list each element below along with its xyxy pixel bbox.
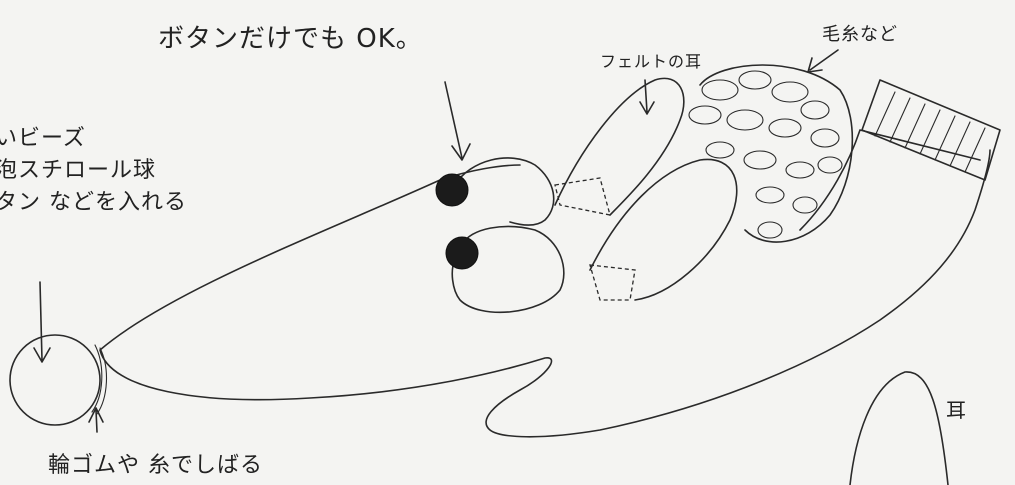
eye-button-upper: [435, 173, 469, 207]
ear-shape: [849, 371, 949, 485]
lower-eye-lid: [451, 225, 565, 314]
arrows: [33, 49, 839, 433]
ear-label: 耳: [946, 398, 967, 422]
sock-cuff: [861, 79, 1001, 181]
yarn-label: 毛糸など: [822, 24, 898, 45]
filling-label-line1: さいビーズ: [0, 126, 86, 151]
felt-ear-back: [554, 77, 685, 216]
sock-body-outline: [99, 129, 991, 438]
felt-ear-front: [589, 158, 738, 301]
filling-label-line3: ボタン などを入れる: [0, 190, 187, 215]
filling-ball: [9, 334, 101, 426]
upper-eye-lid: [454, 157, 555, 226]
eye-button-lower: [445, 236, 479, 270]
felt-ear-label: フェルトの耳: [600, 52, 703, 71]
button-note-label: ボタンだけでも OK。: [158, 24, 423, 54]
felt-ear-back-base: [554, 177, 611, 216]
tie-label: 輪ゴムや 糸でしばる: [48, 453, 263, 478]
tie-band: [91, 344, 108, 415]
felt-ear-front-base: [589, 264, 636, 301]
filling-label-line2: 発泡スチロール球: [0, 158, 157, 183]
yarn-hair: [688, 64, 854, 243]
